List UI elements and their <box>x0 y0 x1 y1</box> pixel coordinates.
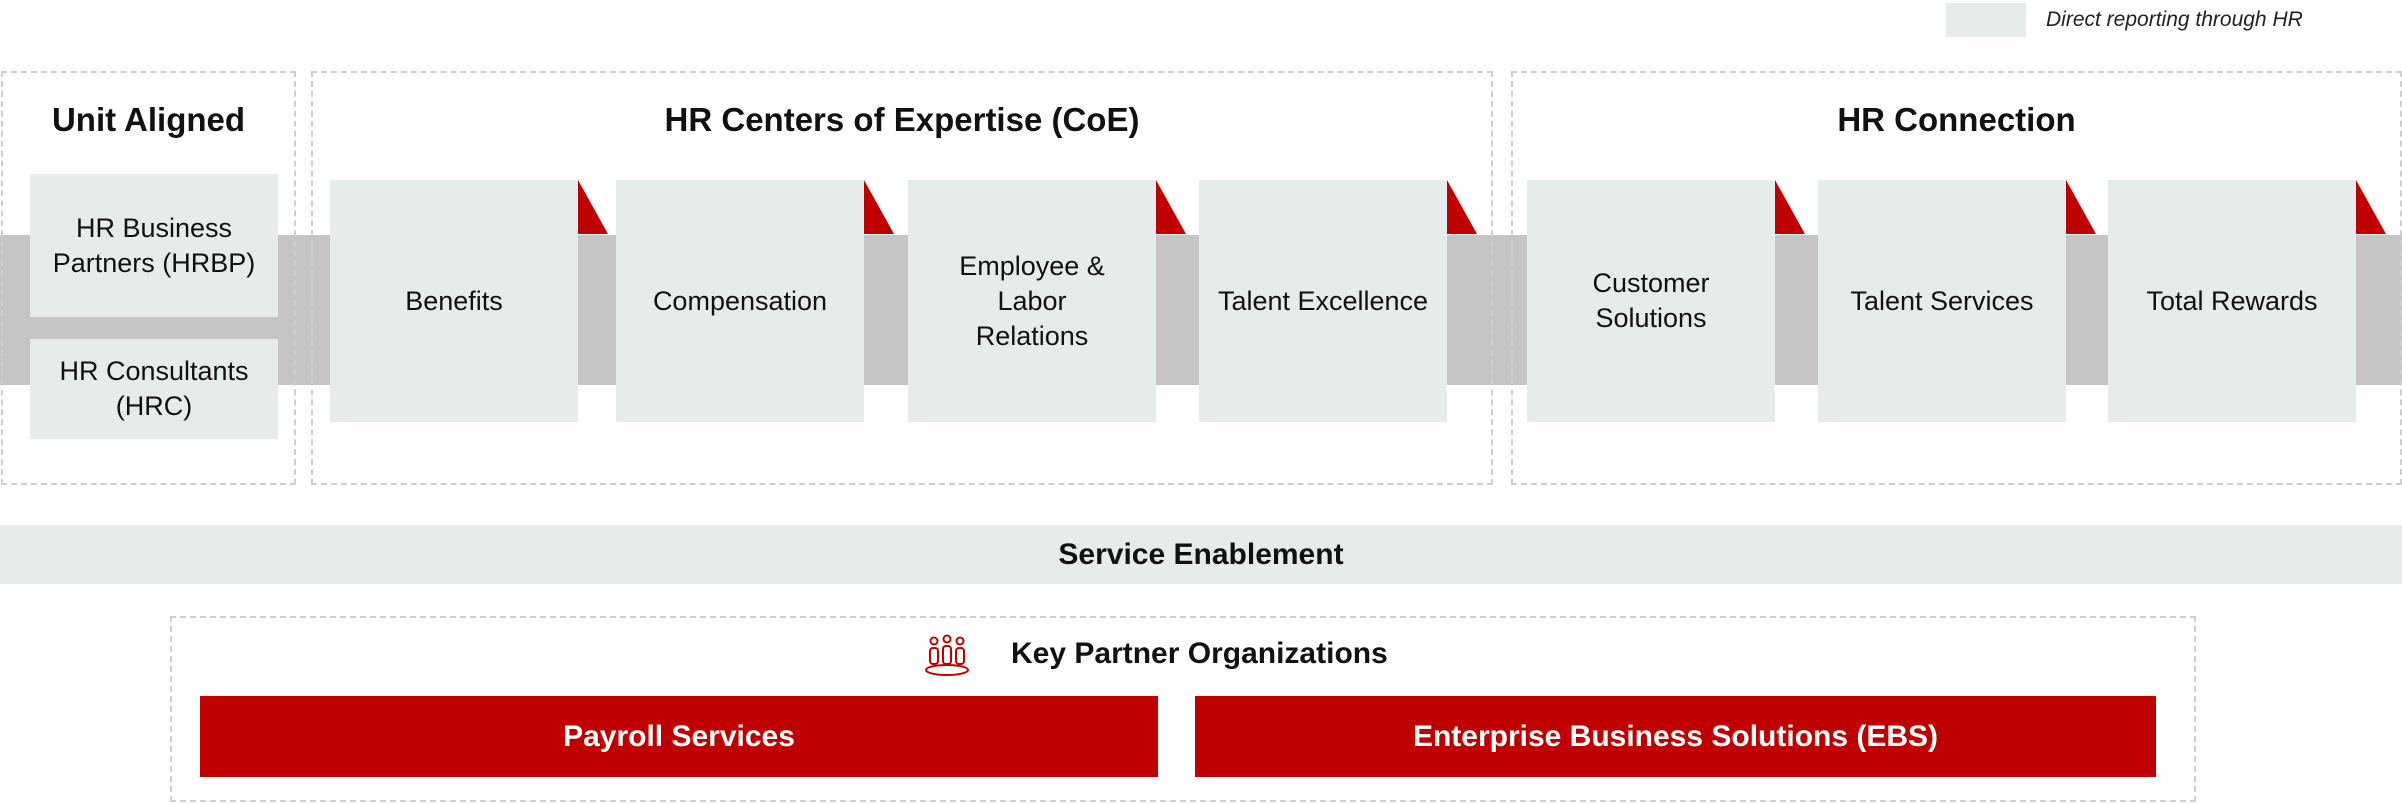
partners-group <box>170 616 2196 802</box>
coe-title: HR Centers of Expertise (CoE) <box>664 101 1140 138</box>
talent-services-box: Talent Services <box>1818 180 2066 422</box>
unit-aligned-group: Unit Aligned <box>1 71 296 485</box>
hrc-box: HR Consultants (HRC) <box>30 339 278 439</box>
benefits-box: Benefits <box>330 180 578 422</box>
ebs-box: Enterprise Business Solutions (EBS) <box>1195 696 2156 777</box>
connection-group: HR Connection <box>1511 71 2402 485</box>
total-rewards-box: Total Rewards <box>2108 180 2356 422</box>
service-enablement-bar: Service Enablement <box>0 525 2402 584</box>
legend-label: Direct reporting through HR <box>2046 8 2303 31</box>
legend-swatch <box>1946 3 2026 37</box>
partners-title: Key Partner Organizations <box>1011 637 1388 670</box>
payroll-services-box: Payroll Services <box>200 696 1158 777</box>
hrbp-box: HR Business Partners (HRBP) <box>30 174 278 317</box>
talent-excellence-box: Talent Excellence <box>1199 180 1447 422</box>
coe-group: HR Centers of Expertise (CoE) <box>311 71 1493 485</box>
unit-aligned-title: Unit Aligned <box>51 101 246 138</box>
connection-title: HR Connection <box>1837 101 2076 138</box>
customer-solutions-box: Customer Solutions <box>1527 180 1775 422</box>
people-icon <box>924 634 970 678</box>
compensation-box: Compensation <box>616 180 864 422</box>
employee-labor-relations-box: Employee & Labor Relations <box>908 180 1156 422</box>
